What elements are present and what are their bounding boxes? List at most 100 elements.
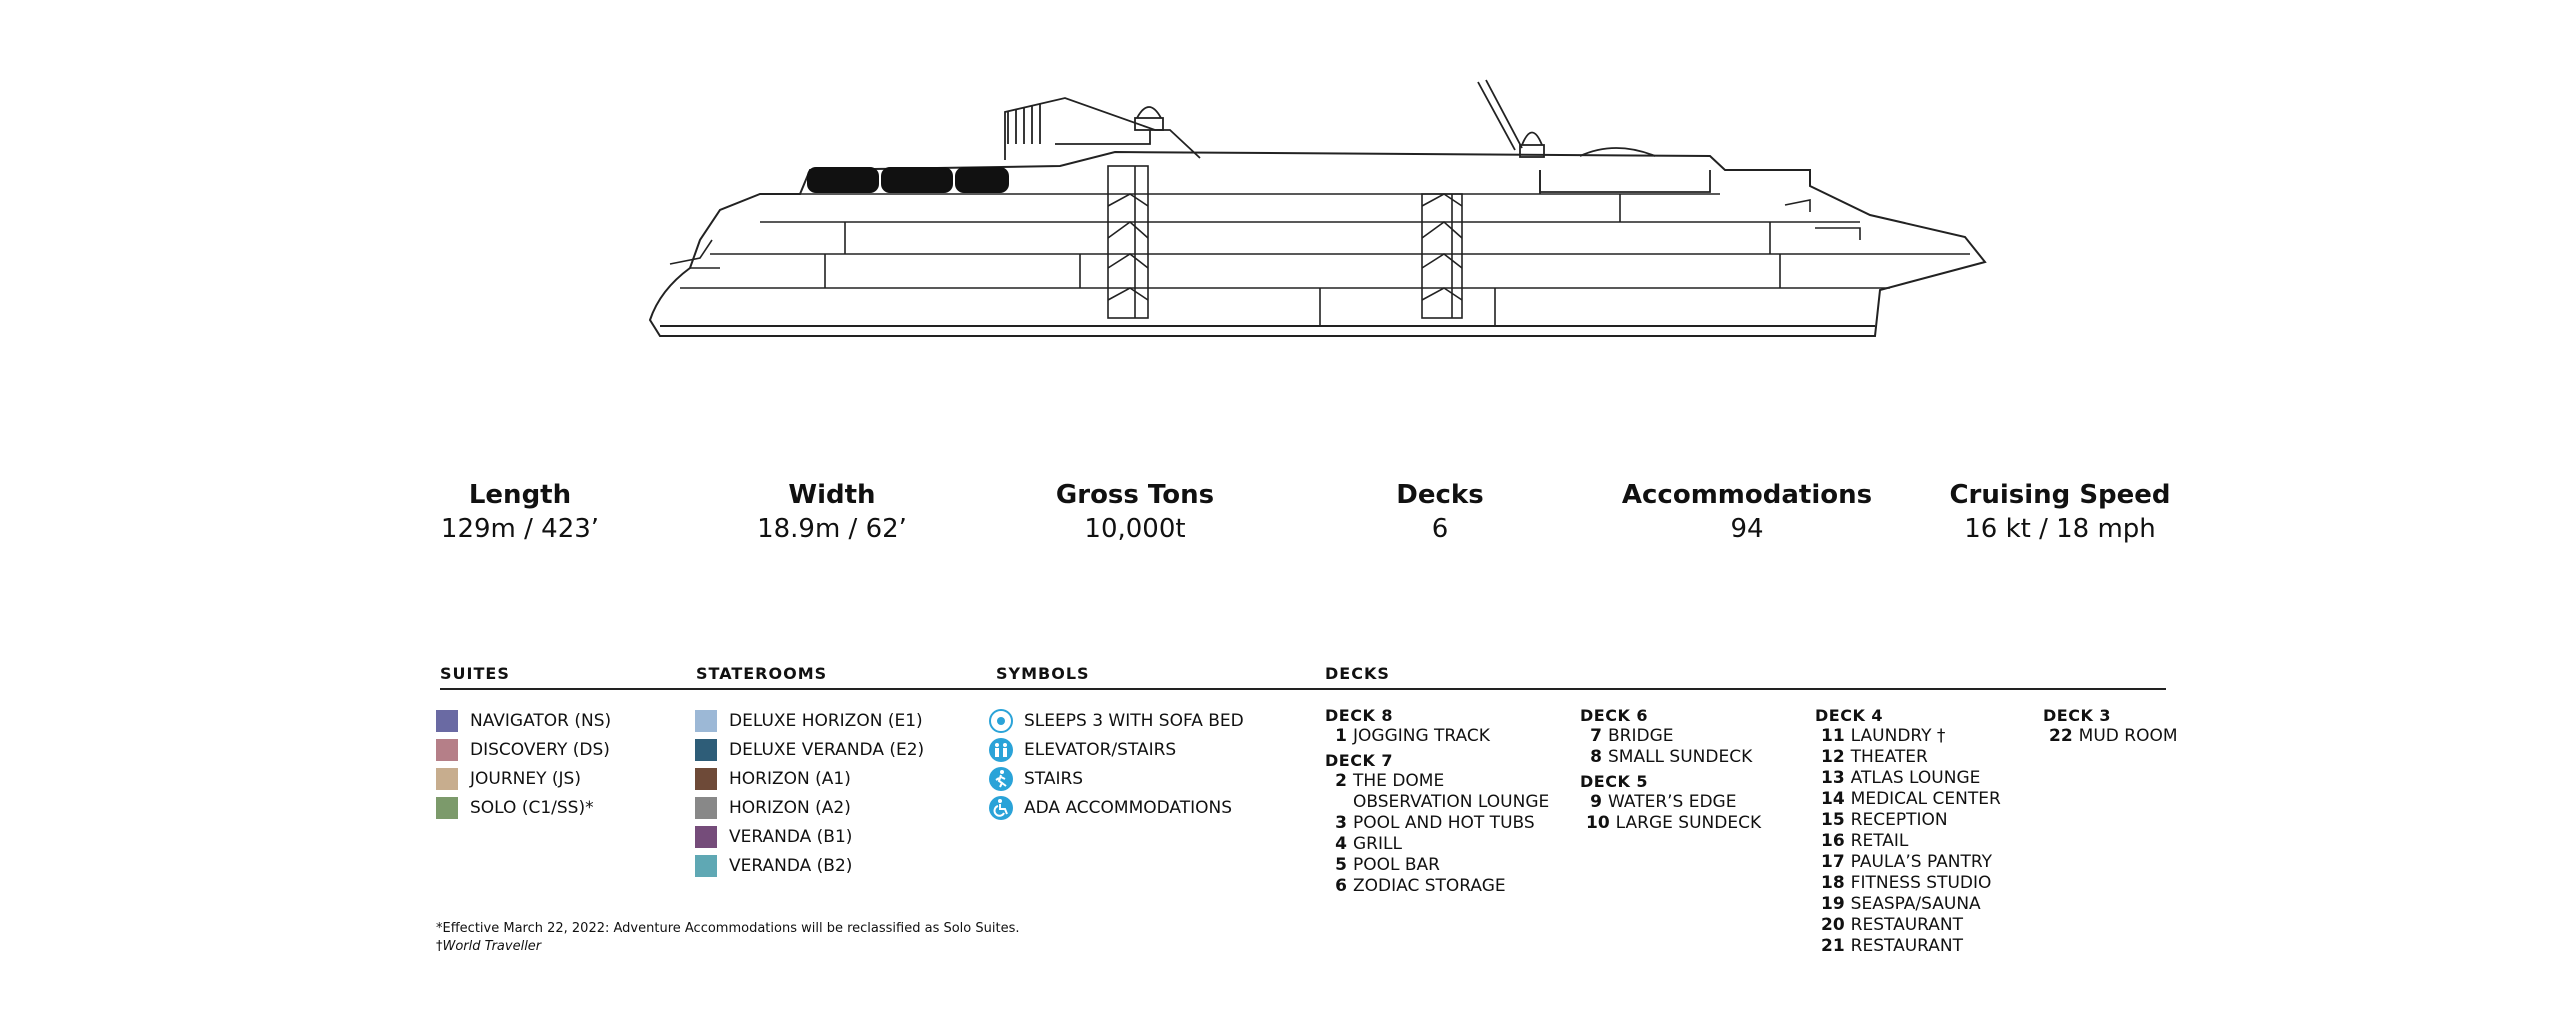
spec-gross-tons: Gross Tons 10,000t	[985, 478, 1285, 546]
deck-item-number: 19	[1821, 894, 1845, 914]
spec-label: Decks	[1396, 480, 1484, 510]
deck-item-number: 4	[1335, 834, 1347, 854]
decks-heading: DECKS	[1325, 664, 1390, 683]
spec-value: 6	[1431, 514, 1449, 544]
legend-item-ada: ADA ACCOMMODATIONS	[988, 793, 1244, 822]
color-swatch	[695, 709, 717, 732]
deck-item-number: 13	[1821, 768, 1845, 788]
deck-item-label: RESTAURANT	[1850, 915, 1964, 935]
deck-item: 7 BRIDGE	[1580, 726, 1761, 747]
deck-item-number: 12	[1821, 747, 1845, 767]
ship-deck-lines	[680, 170, 1970, 326]
legend-item-navigator: NAVIGATOR (NS)	[436, 706, 611, 735]
deck-item-label: FITNESS STUDIO	[1850, 873, 1992, 893]
stairs-icon	[989, 766, 1013, 791]
legend-label: VERANDA (B2)	[729, 855, 853, 876]
spec-value: 94	[1730, 514, 1764, 544]
deck-item-label: BRIDGE	[1608, 726, 1674, 746]
deck-item-label: THE DOME OBSERVATION LOUNGE	[1353, 771, 1550, 812]
suites-legend: NAVIGATOR (NS) DISCOVERY (DS) JOURNEY (J…	[436, 706, 611, 822]
legend-item-journey: JOURNEY (JS)	[436, 764, 611, 793]
deck-item-label: POOL BAR	[1353, 855, 1440, 875]
deck-title: DECK 5	[1580, 772, 1649, 791]
deck-item-number: 3	[1335, 813, 1347, 833]
deck-item-label: ZODIAC STORAGE	[1353, 876, 1506, 896]
legend-label: JOURNEY (JS)	[470, 768, 581, 789]
legend-label: SOLO (C1/SS)*	[470, 797, 594, 818]
deck-item-label: SEASPA/SAUNA	[1850, 894, 1981, 914]
color-swatch	[695, 825, 717, 848]
spec-decks: Decks 6	[1290, 478, 1590, 546]
deck-item-label: SMALL SUNDECK	[1608, 747, 1753, 767]
legend-label: HORIZON (A2)	[729, 797, 851, 818]
legend-label: HORIZON (A1)	[729, 768, 851, 789]
legend-item-deluxe-horizon: DELUXE HORIZON (E1)	[695, 706, 924, 735]
deck-title: DECK 4	[1815, 706, 1884, 725]
deck-title: DECK 3	[2043, 706, 2112, 725]
deck-item-label: LAUNDRY †	[1850, 726, 1946, 746]
deck-item-number: 18	[1821, 873, 1845, 893]
deck-item-number: 17	[1821, 852, 1845, 872]
footnote-solo-suites: *Effective March 22, 2022: Adventure Acc…	[436, 921, 1020, 936]
deck-item-number: 14	[1821, 789, 1845, 809]
symbols-heading: SYMBOLS	[996, 664, 1090, 683]
color-swatch	[436, 767, 458, 790]
spec-value: 10,000t	[1084, 514, 1186, 544]
legend-label: DELUXE VERANDA (E2)	[729, 739, 925, 760]
elevator-icon	[989, 737, 1013, 762]
legend-item-horizon-a1: HORIZON (A1)	[695, 764, 924, 793]
legend-label: ELEVATOR/STAIRS	[1024, 739, 1177, 760]
deck-item-number: 15	[1821, 810, 1845, 830]
spec-cruising-speed: Cruising Speed 16 kt / 18 mph	[1910, 478, 2210, 546]
deck-item-number: 11	[1821, 726, 1845, 746]
spec-width: Width 18.9m / 62’	[682, 478, 982, 546]
legend-item-solo: SOLO (C1/SS)*	[436, 793, 611, 822]
deck-item-number: 6	[1335, 876, 1347, 896]
spec-accommodations: Accommodations 94	[1597, 478, 1897, 546]
deck-item-number: 1	[1335, 726, 1347, 746]
spec-label: Width	[788, 480, 876, 510]
deck-item-label: MEDICAL CENTER	[1850, 789, 2001, 809]
legend-item-discovery: DISCOVERY (DS)	[436, 735, 611, 764]
ship-bow-stern-details	[669, 199, 1861, 269]
deck-item-number: 8	[1590, 747, 1602, 767]
legend-item-deluxe-veranda: DELUXE VERANDA (E2)	[695, 735, 924, 764]
color-swatch	[436, 738, 458, 761]
legend-divider	[440, 688, 2166, 690]
deck-item-label: RECEPTION	[1850, 810, 1948, 830]
deck-item-label: RESTAURANT	[1850, 936, 1964, 956]
spec-length: Length 129m / 423’	[370, 478, 670, 546]
spec-value: 129m / 423’	[440, 514, 600, 544]
legend-item-sofa-bed: SLEEPS 3 WITH SOFA BED	[988, 706, 1244, 735]
deck-item-number: 16	[1821, 831, 1845, 851]
color-swatch	[436, 796, 458, 819]
deck-item-label: RETAIL	[1850, 831, 1909, 851]
deck-item-number: 7	[1590, 726, 1602, 746]
legend-item-veranda-b2: VERANDA (B2)	[695, 851, 924, 880]
deck-title: DECK 8	[1325, 706, 1394, 725]
color-swatch	[695, 767, 717, 790]
spec-label: Gross Tons	[1055, 480, 1215, 510]
deck-item-number: 22	[2049, 726, 2073, 746]
footnote-label: World Traveller	[442, 939, 542, 954]
legend-label: ADA ACCOMMODATIONS	[1024, 797, 1233, 818]
deck-item-label: JOGGING TRACK	[1353, 726, 1490, 746]
deck-item-label: MUD ROOM	[2078, 726, 2178, 746]
deck-item-label: THEATER	[1850, 747, 1928, 767]
ship-profile-illustration	[648, 79, 1987, 337]
